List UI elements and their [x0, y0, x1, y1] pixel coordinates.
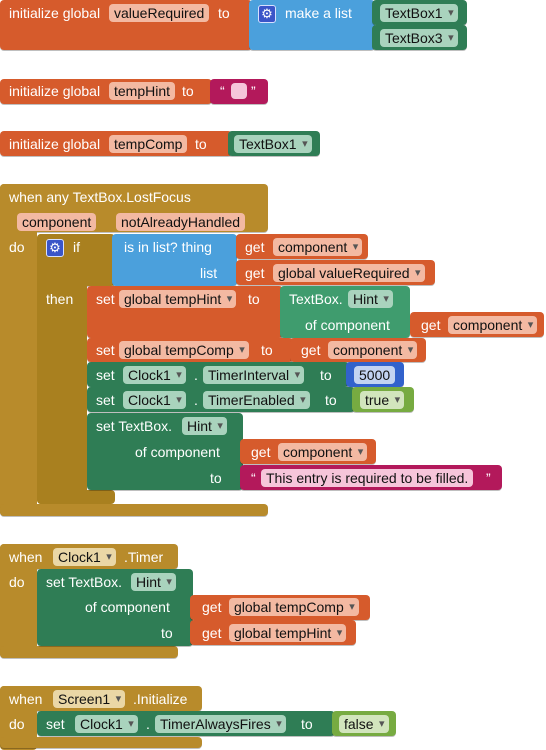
event-title: when any TextBox.LostFocus — [9, 189, 191, 205]
clock-component-dropdown[interactable]: Clock1 — [123, 366, 186, 384]
text-string-field[interactable]: This entry is required to be filled. — [261, 469, 474, 487]
param-not-already-handled[interactable]: notAlreadyHandled — [116, 213, 246, 231]
to-label: to — [210, 470, 222, 486]
do-label: do — [9, 574, 25, 590]
to-label: to — [248, 291, 260, 307]
initialize-event-label: .Initialize — [133, 691, 188, 707]
open-quote: “ — [220, 83, 225, 99]
to-label: to — [320, 367, 332, 383]
false-dropdown[interactable]: false — [339, 715, 389, 733]
clock-component-dropdown[interactable]: Clock1 — [123, 391, 186, 409]
is-in-list-label: is in list? thing — [124, 239, 212, 255]
timer-interval-dropdown[interactable]: TimerInterval — [203, 366, 305, 384]
open-quote: “ — [251, 470, 256, 486]
do-label: do — [9, 716, 25, 732]
when-label: when — [9, 691, 43, 707]
get-label: get — [421, 317, 441, 333]
get-component-dropdown[interactable]: component — [328, 341, 418, 359]
hint-property-dropdown[interactable]: Hint — [348, 290, 393, 308]
hint-property-dropdown[interactable]: Hint — [131, 573, 176, 591]
timer-event-label: .Timer — [124, 549, 164, 565]
mutator-gear-icon[interactable]: ⚙ — [46, 239, 64, 257]
get-label: get — [301, 342, 321, 358]
of-component-label: of component — [135, 444, 220, 460]
get-label: get — [202, 599, 222, 615]
number-field-5000[interactable]: 5000 — [354, 366, 396, 384]
init-global-label: initialize global — [9, 83, 101, 99]
to-label: to — [195, 136, 207, 152]
set-temp-hint-dropdown[interactable]: global tempHint — [119, 290, 237, 308]
dot-label: . — [194, 392, 198, 408]
clock-component-dropdown[interactable]: Clock1 — [53, 548, 116, 566]
when-label: when — [9, 549, 43, 565]
get-value-required-dropdown[interactable]: global valueRequired — [273, 264, 425, 282]
get-component-dropdown[interactable]: component — [278, 443, 368, 461]
close-quote: ” — [486, 470, 491, 486]
to-label: to — [218, 5, 230, 21]
component-dropdown-textbox1[interactable]: TextBox1 — [380, 4, 458, 22]
timer-enabled-dropdown[interactable]: TimerEnabled — [203, 391, 310, 409]
set-label: set — [96, 392, 115, 408]
get-component-dropdown[interactable]: component — [273, 238, 363, 256]
dot-label: . — [146, 716, 150, 732]
timer-always-fires-dropdown[interactable]: TimerAlwaysFires — [155, 715, 286, 733]
init-global-label: initialize global — [9, 5, 101, 21]
screen-component-dropdown[interactable]: Screen1 — [53, 690, 126, 708]
clock-component-dropdown[interactable]: Clock1 — [75, 715, 138, 733]
set-textbox-label: set TextBox. — [96, 418, 173, 434]
init-global-label: initialize global — [9, 136, 101, 152]
to-label: to — [161, 625, 173, 641]
event-left-rail — [0, 184, 37, 516]
get-component-dropdown[interactable]: component — [448, 316, 538, 334]
component-dropdown-textbox3[interactable]: TextBox3 — [380, 29, 458, 47]
get-label: get — [202, 625, 222, 641]
set-label: set — [96, 342, 115, 358]
set-label: set — [96, 367, 115, 383]
true-dropdown[interactable]: true — [360, 391, 405, 409]
then-label: then — [46, 291, 74, 307]
event-footer — [0, 737, 202, 748]
if-label: if — [73, 239, 80, 255]
hint-property-dropdown[interactable]: Hint — [182, 417, 227, 435]
set-label: set — [96, 291, 115, 307]
list-label: list — [200, 265, 218, 281]
to-label: to — [261, 342, 273, 358]
if-block-footer — [37, 490, 115, 504]
variable-name-field[interactable]: tempHint — [109, 82, 176, 100]
close-quote: ” — [251, 83, 256, 99]
get-label: get — [245, 239, 265, 255]
variable-name-field[interactable]: tempComp — [109, 135, 188, 153]
component-dropdown-textbox1[interactable]: TextBox1 — [234, 135, 312, 153]
do-label: do — [9, 239, 25, 255]
make-list-label: make a list — [285, 5, 352, 21]
mutator-gear-icon[interactable]: ⚙ — [258, 5, 276, 23]
get-temp-hint-dropdown[interactable]: global tempHint — [229, 624, 347, 642]
is-in-list-block[interactable] — [112, 234, 237, 286]
event-left-rail — [0, 544, 37, 658]
param-component[interactable]: component — [17, 213, 97, 231]
to-label: to — [325, 392, 337, 408]
empty-text-field[interactable] — [231, 83, 247, 99]
of-component-label: of component — [305, 317, 390, 333]
if-block-rail — [37, 234, 87, 504]
get-label: get — [251, 444, 271, 460]
init-temp-hint-body[interactable] — [0, 79, 212, 104]
of-component-label: of component — [85, 599, 170, 615]
get-temp-comp-dropdown[interactable]: global tempComp — [229, 598, 359, 616]
set-label: set — [46, 716, 65, 732]
to-label: to — [301, 716, 313, 732]
get-label: get — [245, 265, 265, 281]
event-footer — [0, 504, 268, 516]
set-textbox-label: set TextBox. — [46, 574, 123, 590]
event-footer — [0, 646, 178, 658]
set-temp-comp-dropdown[interactable]: global tempComp — [119, 341, 249, 359]
variable-name-field[interactable]: valueRequired — [109, 4, 210, 22]
to-label: to — [182, 83, 194, 99]
textbox-prefix-label: TextBox. — [289, 291, 343, 307]
dot-label: . — [194, 367, 198, 383]
